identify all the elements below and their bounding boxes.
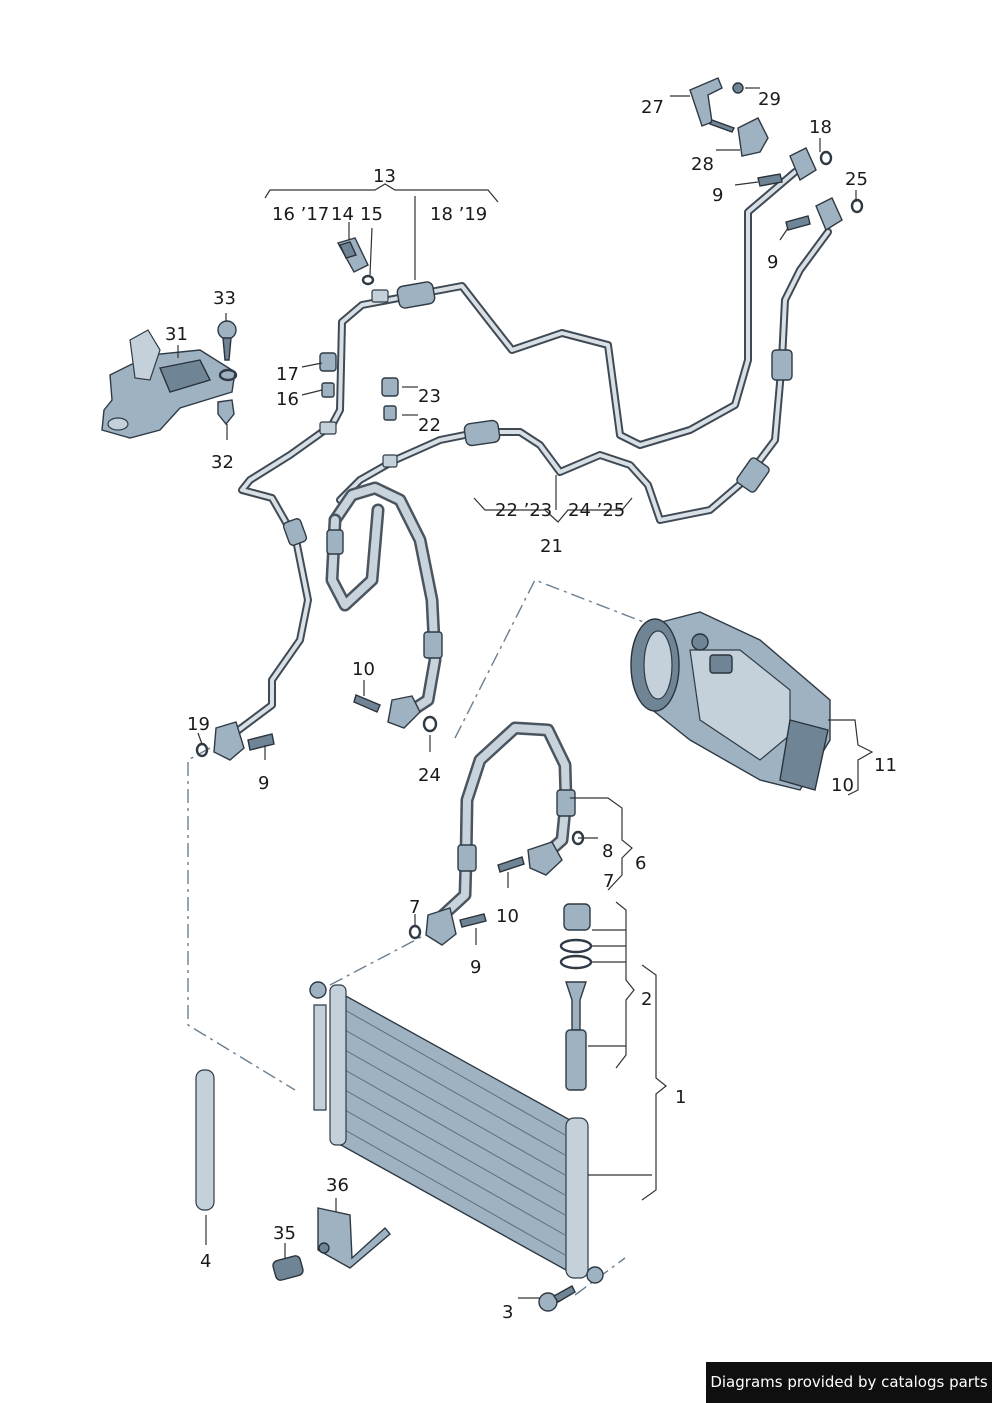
callout-16: 16 [276, 389, 299, 410]
leader-lines [177, 87, 874, 1299]
compressor-11 [630, 611, 831, 791]
callout-33: 33 [213, 288, 236, 309]
pipe-connector [371, 289, 389, 303]
flange-19 [195, 721, 275, 761]
callout-7-left: 7 [409, 897, 421, 918]
bracket-36 [317, 1207, 391, 1269]
callout-13: 13 [373, 166, 396, 187]
bracket-27 [689, 77, 744, 127]
callout-18-19: 18 ’19 [430, 204, 488, 225]
washer [218, 368, 238, 382]
callout-2: 2 [641, 989, 653, 1010]
callout-17: 17 [276, 364, 299, 385]
o-ring-15 [361, 274, 375, 286]
valve-16 [319, 382, 337, 435]
callout-7-right: 7 [603, 871, 615, 892]
callout-9-lower: 9 [470, 957, 482, 978]
pressure-pipe-21 [336, 228, 832, 524]
callout-22-23: 22 ’23 [495, 500, 553, 521]
lower-bolts [408, 830, 585, 940]
suction-pipe-13 [228, 168, 799, 739]
pressure-switch-14 [336, 237, 369, 273]
callout-8: 8 [602, 841, 614, 862]
callout-35: 35 [273, 1223, 296, 1244]
callout-36: 36 [326, 1175, 349, 1196]
bolt-10-upper [353, 694, 438, 733]
callout-9-top-1: 9 [712, 185, 724, 206]
valve-cap-23 [381, 377, 399, 397]
callout-6: 6 [635, 853, 647, 874]
callout-14: 14 [331, 204, 354, 225]
o-ring-upper [559, 938, 593, 954]
credit-banner: Diagrams provided by catalogs parts [706, 1362, 992, 1403]
callout-10-upper: 10 [352, 659, 375, 680]
o-ring-lower [559, 954, 593, 970]
callout-10-compressor: 10 [831, 775, 854, 796]
valve-cap-17 [319, 352, 337, 372]
callout-29: 29 [758, 89, 781, 110]
callout-9-top-2: 9 [767, 252, 779, 273]
callout-24: 24 [418, 765, 441, 786]
plug-35 [272, 1255, 304, 1281]
callout-10-lower: 10 [496, 906, 519, 927]
callout-19: 19 [187, 714, 210, 735]
compressor-hose [325, 481, 443, 729]
callout-31: 31 [165, 324, 188, 345]
callout-23: 23 [418, 386, 441, 407]
callout-27: 27 [641, 97, 664, 118]
screw-33 [217, 320, 237, 361]
drier-cartridge [565, 981, 587, 1091]
callout-21: 21 [540, 536, 563, 557]
bolt-3 [538, 1285, 576, 1312]
bracket-31 [101, 329, 236, 439]
callout-4: 4 [200, 1251, 212, 1272]
callout-3: 3 [502, 1302, 514, 1323]
clamp-28 [709, 117, 769, 157]
discharge-hose-6 [425, 721, 576, 946]
callout-9-left: 9 [258, 773, 270, 794]
callout-15: 15 [360, 204, 383, 225]
pipe-flanges-top [757, 147, 864, 232]
drier-cap [563, 903, 591, 931]
callout-32: 32 [211, 452, 234, 473]
tube-4 [195, 1069, 215, 1211]
condenser-1 [309, 981, 604, 1284]
clip-32 [217, 399, 235, 426]
callout-25: 25 [845, 169, 868, 190]
valve-22 [382, 405, 398, 468]
callout-16-17: 16 ’17 [272, 204, 330, 225]
callout-11: 11 [874, 755, 897, 776]
callout-22: 22 [418, 415, 441, 436]
callout-24-25: 24 ’25 [568, 500, 626, 521]
callout-1: 1 [675, 1087, 687, 1108]
callout-28: 28 [691, 154, 714, 175]
callout-18: 18 [809, 117, 832, 138]
